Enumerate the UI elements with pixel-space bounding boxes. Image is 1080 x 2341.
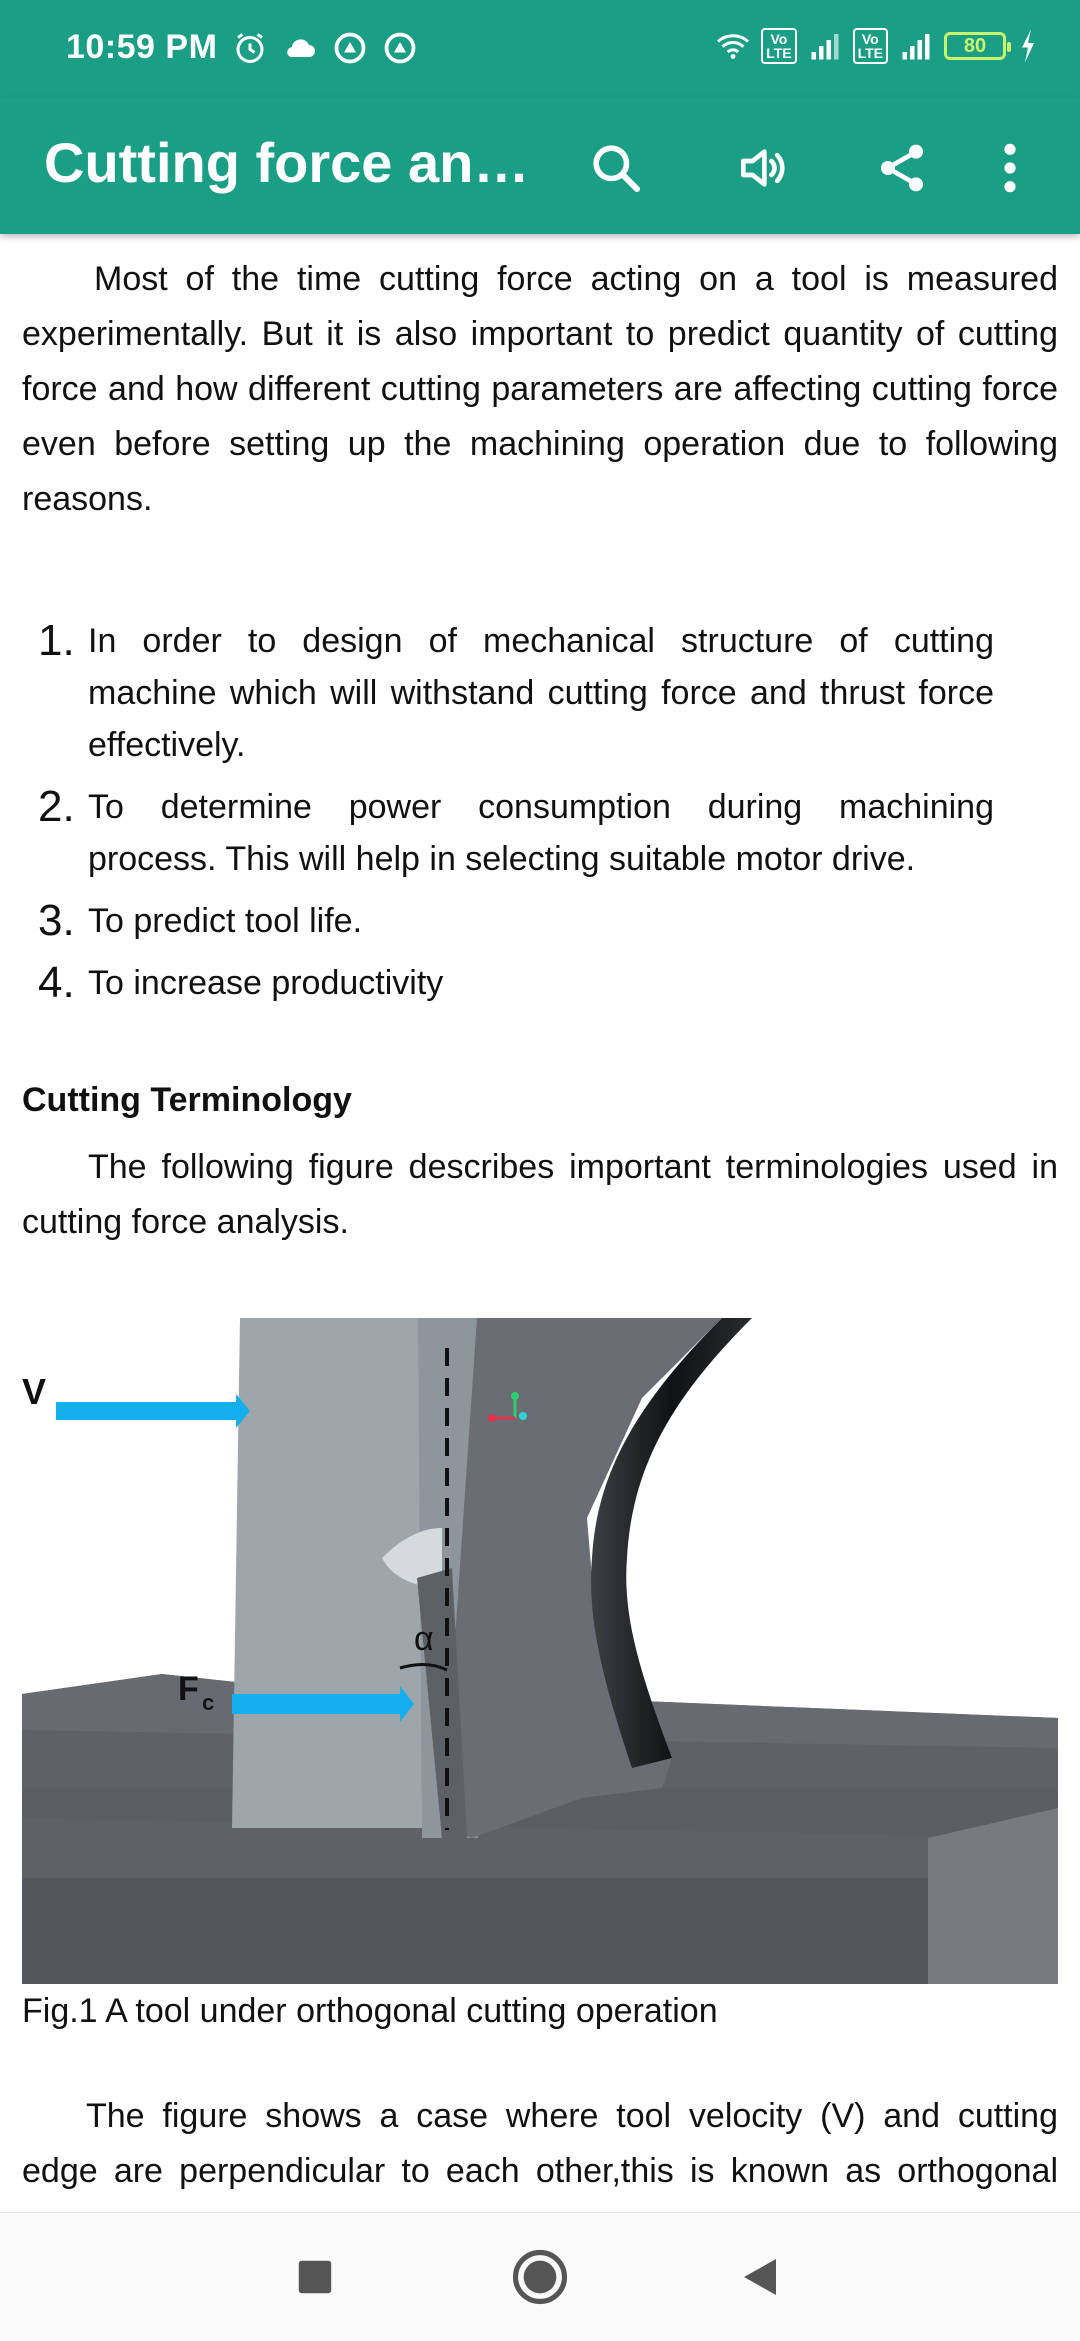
speaker-icon (741, 149, 785, 187)
list-number: 2. (38, 782, 75, 831)
signal-icon (902, 34, 930, 60)
cloud-icon (287, 39, 315, 57)
back-triangle-icon (744, 2259, 776, 2295)
list-item: 1. In order to design of mechanical struc… (22, 615, 994, 771)
alpha-label: α (414, 1620, 434, 1658)
article-content[interactable]: Most of the time cutting force acting on… (22, 252, 1058, 2212)
more-options-button[interactable] (980, 128, 1040, 208)
charging-icon (1022, 29, 1034, 63)
share-icon (881, 144, 923, 192)
status-time: 10:59 PM (66, 28, 218, 66)
app-status-icon (334, 32, 366, 64)
list-item: 2. To determine power consumption during … (22, 781, 994, 885)
home-button[interactable] (505, 2247, 575, 2307)
list-number: 4. (38, 958, 75, 1007)
search-button[interactable] (576, 128, 656, 208)
list-number: 3. (38, 896, 75, 945)
reasons-list: 1. In order to design of mechanical struc… (22, 615, 994, 1009)
figure-caption: Fig.1 A tool under orthogonal cutting op… (22, 1992, 718, 2030)
recents-button[interactable] (280, 2247, 350, 2307)
navigation-bar (0, 2212, 1080, 2341)
page-title: Cutting force ana… (44, 131, 544, 194)
list-item-text: In order to design of mechanical structu… (88, 622, 994, 764)
after-figure-paragraph: The figure shows a case where tool veloc… (22, 2097, 1058, 2212)
search-icon (593, 145, 641, 193)
speaker-button[interactable] (722, 128, 802, 208)
alarm-icon (236, 33, 264, 63)
fc-subscript: c (202, 1690, 214, 1715)
status-icons-left (232, 30, 418, 66)
figure-illustration: α V F c (22, 1318, 1058, 1984)
list-number: 1. (38, 616, 75, 665)
list-item: 3. To predict tool life. (22, 895, 994, 947)
recents-square-icon (298, 2260, 332, 2294)
app-bar: Cutting force ana… (0, 98, 1080, 234)
orthogonal-cutting-figure: α V F c (22, 1318, 1058, 1984)
list-item: 4. To increase productivity (22, 957, 994, 1009)
share-button[interactable] (862, 128, 942, 208)
wifi-icon (717, 34, 750, 59)
more-vert-icon (1004, 143, 1016, 193)
intro-paragraph: Most of the time cutting force acting on… (22, 260, 1058, 518)
velocity-label: V (22, 1371, 46, 1412)
section-heading: Cutting Terminology (22, 1081, 352, 1119)
signal-icon (811, 34, 839, 60)
terminology-paragraph: The following figure describes important… (22, 1148, 1058, 1241)
app-status-icon (384, 32, 416, 64)
fc-label: F (178, 1670, 199, 1708)
battery-icon: 80 (944, 32, 1011, 60)
home-circle-icon (512, 2249, 568, 2305)
list-item-text: To predict tool life. (88, 902, 363, 940)
back-button[interactable] (725, 2247, 795, 2307)
list-item-text: To increase productivity (88, 964, 444, 1002)
list-item-text: To determine power consumption during ma… (88, 788, 994, 878)
